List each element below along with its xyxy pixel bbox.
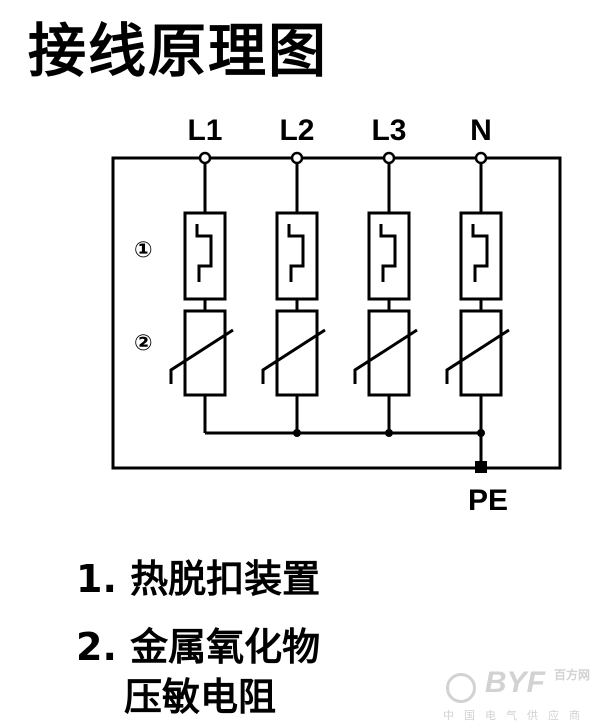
thermal-disconnector-n	[459, 211, 503, 301]
pe-terminal	[475, 461, 487, 473]
marker-2: ②	[134, 331, 153, 356]
terminal-l1	[198, 151, 212, 165]
varistor-n	[459, 309, 503, 397]
thermal-disconnector-l3	[367, 211, 411, 301]
diagram-title: 接线原理图	[28, 17, 329, 85]
disconnector-symbol-l2	[287, 224, 305, 282]
disconnector-symbol-l1	[195, 224, 213, 282]
bus-junction-l2	[293, 429, 301, 437]
terminal-n	[474, 151, 488, 165]
varistor-l1	[183, 309, 227, 397]
varistor-symbol-l2	[261, 328, 326, 384]
varistor-symbol-n	[445, 328, 510, 384]
watermark: BYF 百方网 中国电气供应商	[443, 666, 590, 723]
legend-item-1: 1. 热脱扣装置	[76, 557, 321, 601]
varistor-symbol-l1	[169, 328, 234, 384]
bus-junction-n	[477, 429, 485, 437]
varistor-l3	[367, 309, 411, 397]
terminal-label-l1: L1	[187, 114, 222, 147]
terminal-label-n: N	[470, 114, 492, 147]
enclosure-box	[111, 156, 562, 470]
watermark-subtitle: 中国电气供应商	[443, 708, 590, 722]
varistor-l2	[275, 309, 319, 397]
marker-1: ①	[134, 238, 153, 263]
terminal-label-l2: L2	[279, 114, 314, 147]
varistor-symbol-l3	[353, 328, 418, 384]
legend-item-2: 2. 金属氧化物	[76, 625, 321, 669]
terminal-label-l3: L3	[371, 114, 406, 147]
terminal-l2	[290, 151, 304, 165]
legend-item-2-cont: 压敏电阻	[124, 675, 277, 719]
thermal-disconnector-l2	[275, 211, 319, 301]
watermark-logo-icon	[445, 672, 476, 703]
disconnector-symbol-n	[471, 224, 489, 282]
pe-label: PE	[468, 484, 508, 517]
branches	[169, 151, 510, 433]
disconnector-symbol-l3	[379, 224, 397, 282]
terminal-l3	[382, 151, 396, 165]
watermark-logo: BYF	[484, 666, 545, 699]
watermark-logo-cn: 百方网	[553, 668, 590, 682]
bus-junction-l3	[385, 429, 393, 437]
thermal-disconnector-l1	[183, 211, 227, 301]
